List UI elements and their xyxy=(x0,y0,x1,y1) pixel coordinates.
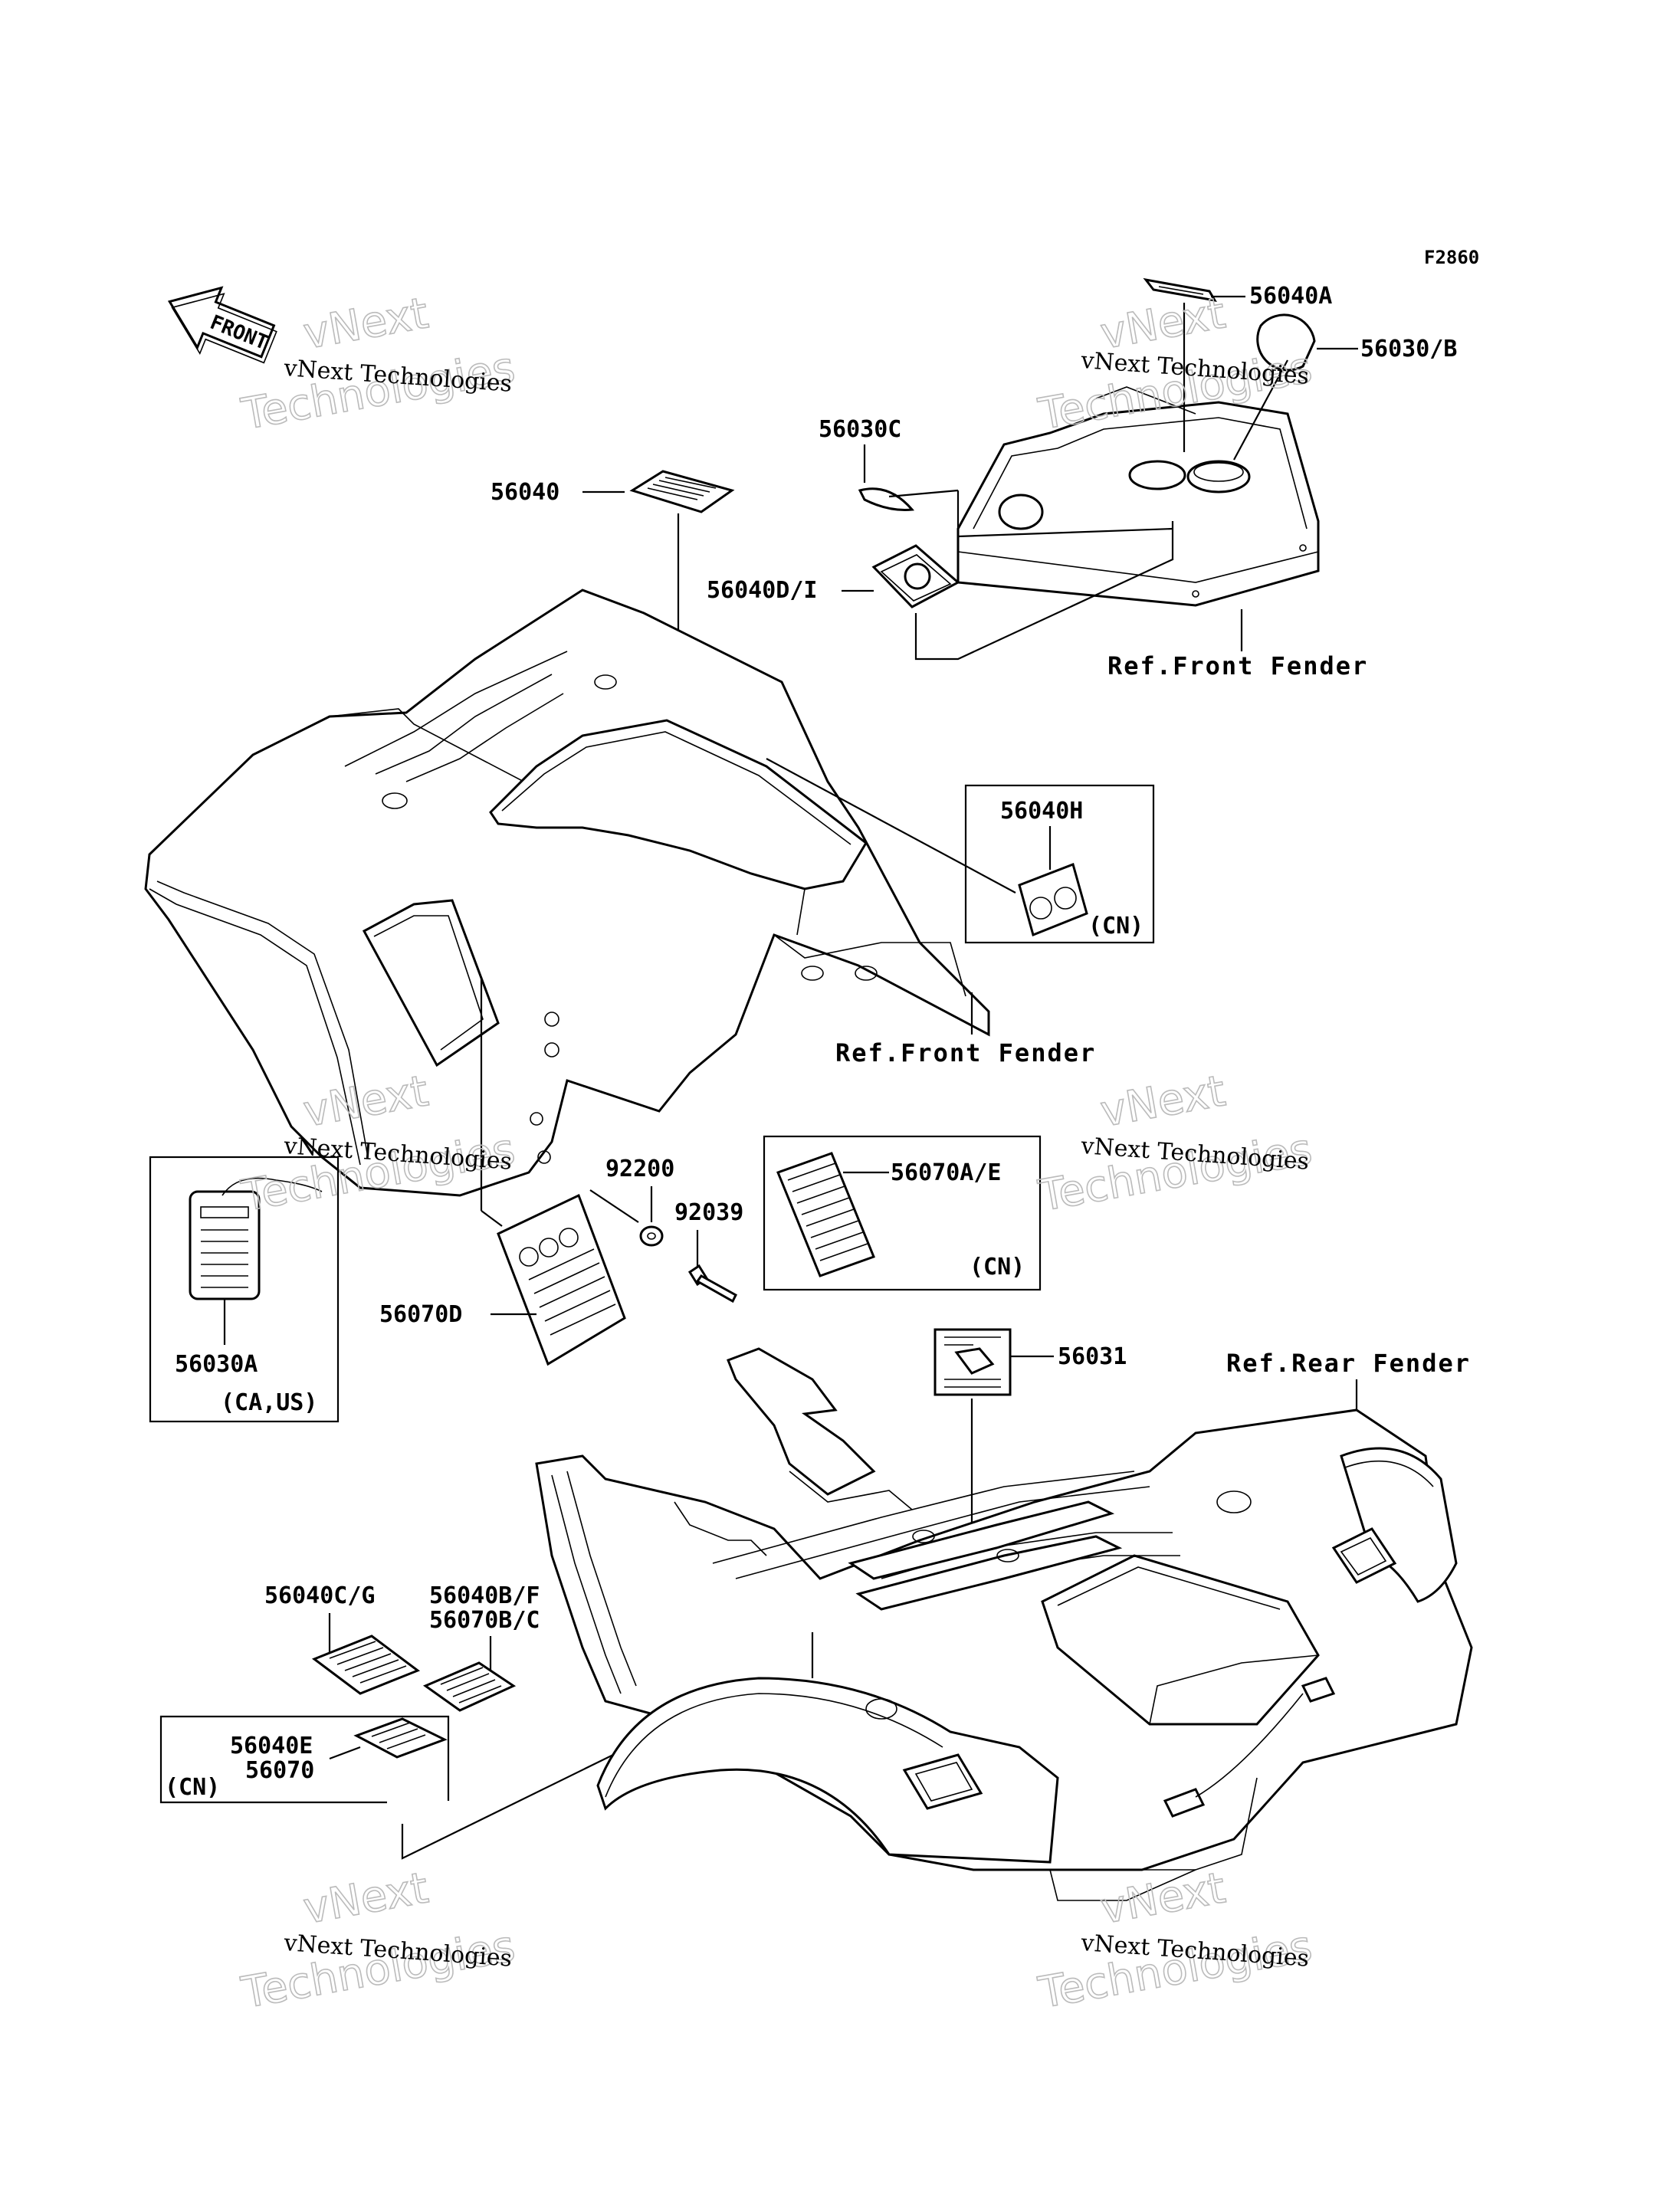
decal-56070AE-icon xyxy=(776,1152,875,1277)
label-56070: 56070 xyxy=(245,1757,314,1784)
figure-code: F2860 xyxy=(1424,247,1479,268)
label-56070AE: 56070A/E xyxy=(891,1159,1002,1186)
decal-56040A-icon xyxy=(1143,277,1217,303)
label-92039: 92039 xyxy=(674,1199,743,1226)
ref-rear-fender: Ref.Rear Fender xyxy=(1226,1349,1471,1378)
label-56030A: 56030A xyxy=(175,1351,258,1378)
market-cn-56040H: (CN) xyxy=(1088,913,1144,939)
decal-56040CG-icon xyxy=(311,1635,421,1695)
label-56040DI: 56040D/I xyxy=(707,577,818,604)
svg-text:vNext: vNext xyxy=(300,288,431,359)
washer-92200-icon xyxy=(639,1225,664,1247)
decal-56070D-icon xyxy=(497,1193,626,1366)
label-56040A: 56040A xyxy=(1249,283,1332,310)
label-56031: 56031 xyxy=(1058,1343,1127,1370)
label-56040H: 56040H xyxy=(1000,798,1083,825)
decal-56040DI-icon xyxy=(871,544,960,608)
svg-text:vNext: vNext xyxy=(300,1863,431,1933)
decal-56040E-icon xyxy=(353,1717,448,1759)
decal-56031-icon xyxy=(934,1328,1012,1396)
watermark-mid-right: vNext Technologies vNext Technologies xyxy=(1034,1066,1316,1222)
decal-56040BF-icon xyxy=(422,1661,517,1712)
decal-56030C-icon xyxy=(858,487,915,511)
decal-56030B-icon xyxy=(1256,313,1316,372)
label-56030C: 56030C xyxy=(819,416,901,443)
front-fender-drawing xyxy=(144,589,990,1197)
rivet-92039-icon xyxy=(687,1264,737,1303)
label-56070D: 56070D xyxy=(379,1301,462,1328)
market-cn-56070AE: (CN) xyxy=(970,1254,1025,1280)
front-arrow-icon: FRONT xyxy=(167,286,277,364)
watermark-bottom-left: vNext Technologies vNext Technologies xyxy=(237,1863,519,2019)
svg-text:vNext: vNext xyxy=(1097,1863,1229,1933)
box-56070AE xyxy=(763,1135,1042,1291)
decal-56040-icon xyxy=(629,470,735,513)
label-56040BF: 56040B/F xyxy=(429,1582,540,1609)
svg-text:vNext: vNext xyxy=(1097,288,1229,359)
rear-fender-drawing xyxy=(535,1408,1473,1901)
watermark-top-left: vNext Technologies vNext Technologies xyxy=(237,288,519,441)
market-ca-us: (CA,US) xyxy=(221,1389,317,1416)
label-56040E: 56040E xyxy=(230,1733,313,1759)
tag-56030A-icon xyxy=(189,1177,323,1300)
label-56070BC: 56070B/C xyxy=(429,1607,540,1634)
watermark-bottom-right: vNext Technologies vNext Technologies xyxy=(1034,1863,1316,2019)
market-cn-56040E: (CN) xyxy=(165,1774,220,1801)
rear-rack-drawing xyxy=(727,1347,1123,1611)
ref-front-fender-mid: Ref.Front Fender xyxy=(835,1038,1096,1067)
label-56030B: 56030/B xyxy=(1360,336,1457,362)
front-fender-top-drawing xyxy=(956,386,1320,607)
ref-front-fender-top: Ref.Front Fender xyxy=(1107,651,1368,680)
label-92200: 92200 xyxy=(605,1156,674,1182)
svg-text:vNext: vNext xyxy=(1097,1066,1229,1136)
box-56040H xyxy=(964,784,1155,944)
decal-56040H-icon xyxy=(1018,863,1088,937)
label-56040CG: 56040C/G xyxy=(264,1582,376,1609)
box-56030A xyxy=(149,1156,340,1423)
label-56040: 56040 xyxy=(491,479,559,506)
